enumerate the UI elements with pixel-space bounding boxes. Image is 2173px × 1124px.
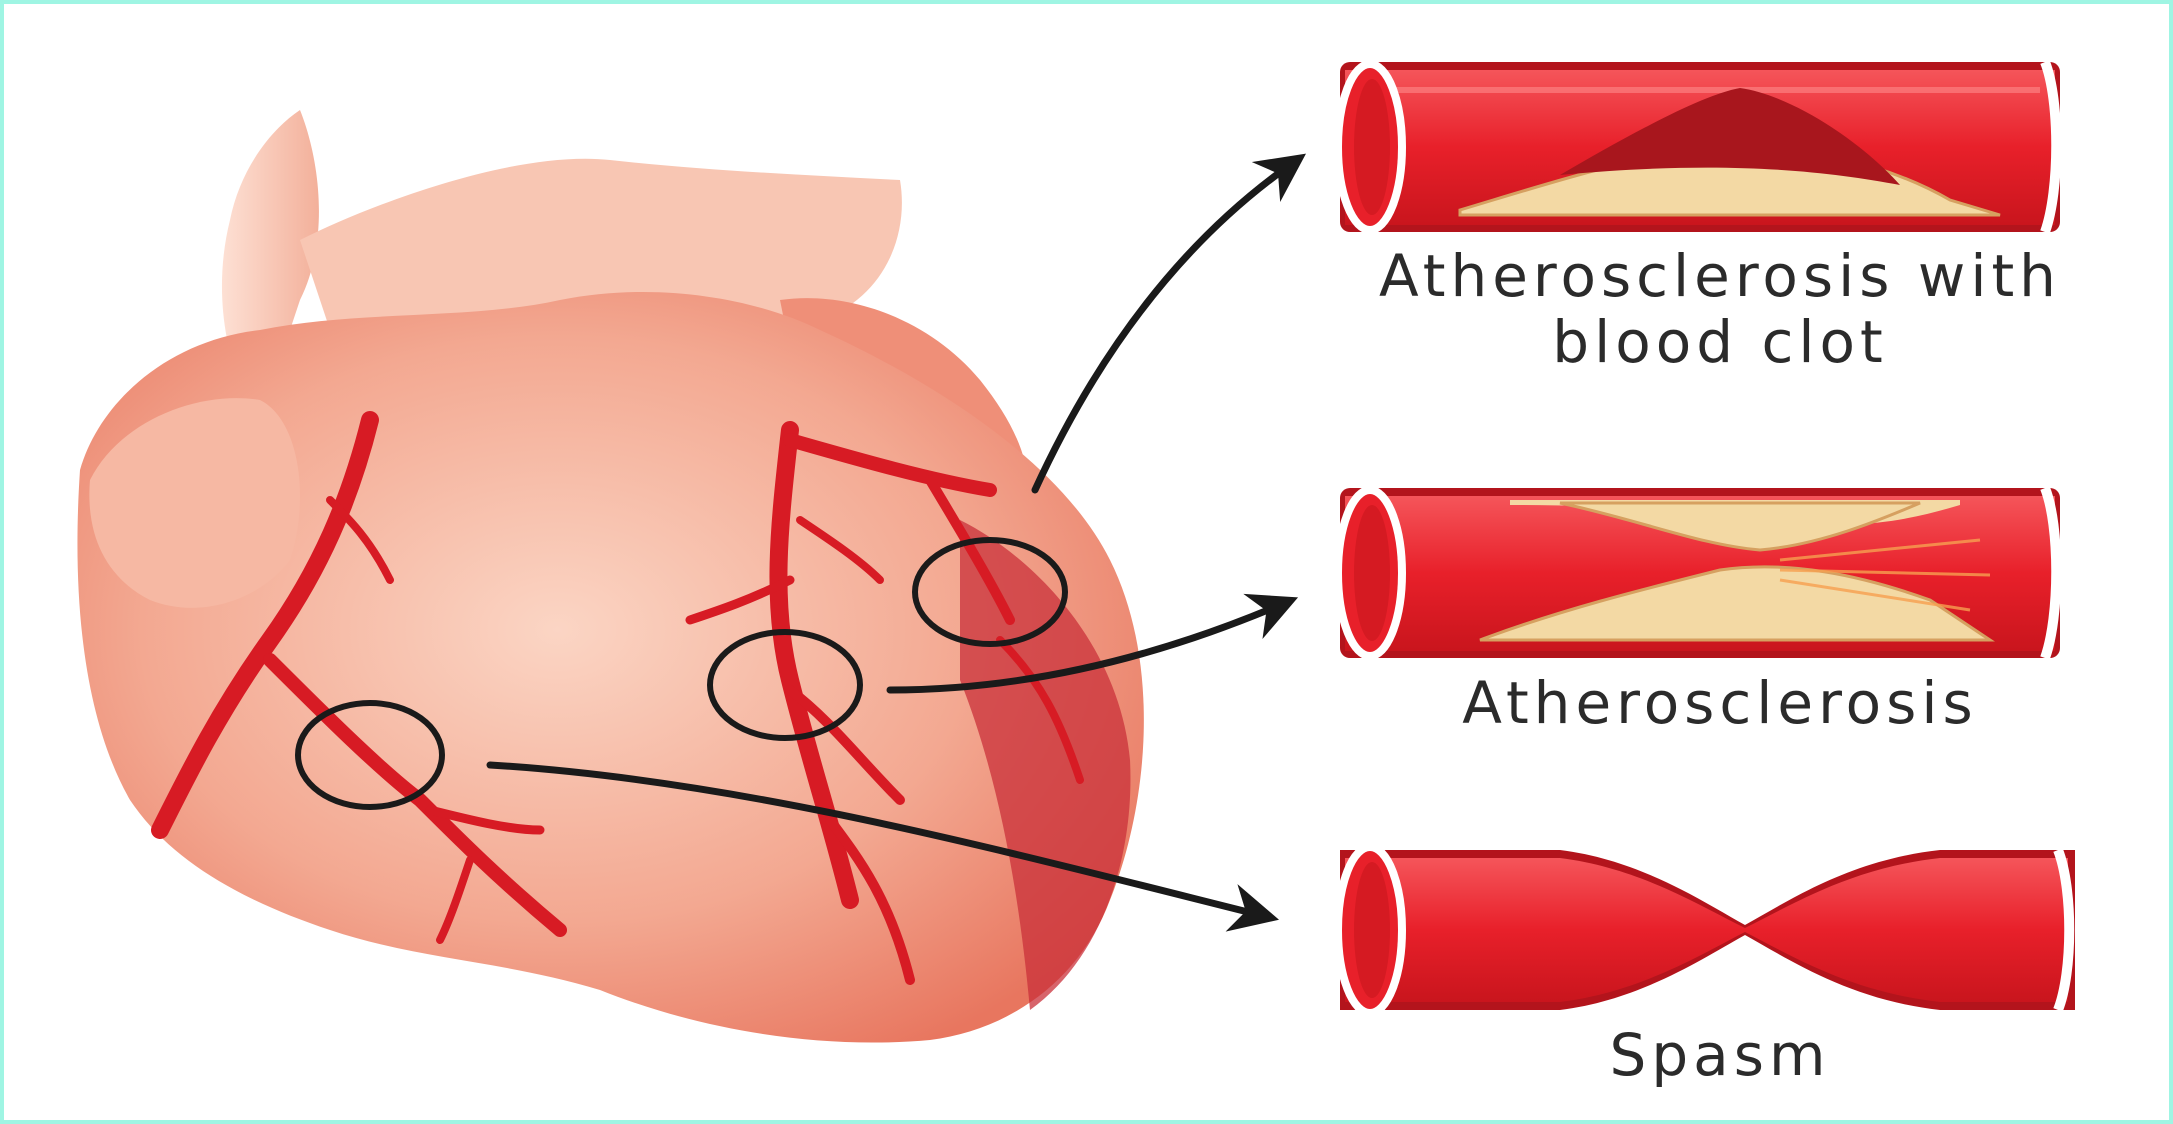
heart	[77, 110, 1144, 1043]
lad-branch-1	[785, 685, 905, 805]
arrow-to-atherosclerosis	[886, 593, 1299, 694]
highlight-circles	[295, 537, 1068, 810]
blood-clot	[1560, 88, 1900, 185]
vessel-opening-left-inner	[1354, 79, 1390, 215]
caption-line-2: blood clot	[1552, 308, 1888, 376]
right-atrium	[89, 398, 300, 608]
pulmonary-trunk	[300, 158, 902, 342]
circle-middle	[707, 629, 863, 741]
circle-lower	[295, 700, 445, 810]
rca-twig-2	[436, 856, 474, 944]
rca-branch	[263, 653, 567, 937]
pointer-arrows	[486, 153, 1306, 932]
lad-branch-3	[685, 575, 795, 625]
lad-branch-2	[825, 815, 915, 985]
arrow-to-clot	[1031, 153, 1306, 494]
caption-atherosclerosis: Atherosclerosis	[1462, 669, 1978, 737]
caption-spasm: Spasm	[1609, 1021, 1831, 1089]
rca-twig-3	[326, 496, 394, 584]
caption-atherosclerosis-with-clot: Atherosclerosis with blood clot	[1360, 243, 2080, 375]
caption-line-1: Atherosclerosis with	[1379, 242, 2061, 310]
right-coronary-artery	[151, 411, 379, 839]
coronary-arteries	[151, 411, 1084, 985]
rca-twig-1	[425, 805, 545, 835]
plaque-top-bulge	[1559, 501, 1921, 552]
plaque-bottom	[1479, 565, 1995, 642]
arrow-to-spasm	[486, 761, 1280, 932]
vessel-spasm	[1334, 843, 2075, 1017]
diagonal-branch	[796, 516, 884, 584]
circumflex-descend	[925, 475, 1015, 625]
vessel-clot	[1334, 60, 2062, 234]
flow-streaks	[1779, 538, 1991, 612]
circle-upper	[912, 537, 1068, 647]
vessel-atherosclerosis	[1334, 486, 2062, 660]
circumflex-artery	[783, 433, 997, 497]
vessel-cut-right	[2040, 60, 2062, 234]
posterior-branch	[996, 636, 1084, 784]
